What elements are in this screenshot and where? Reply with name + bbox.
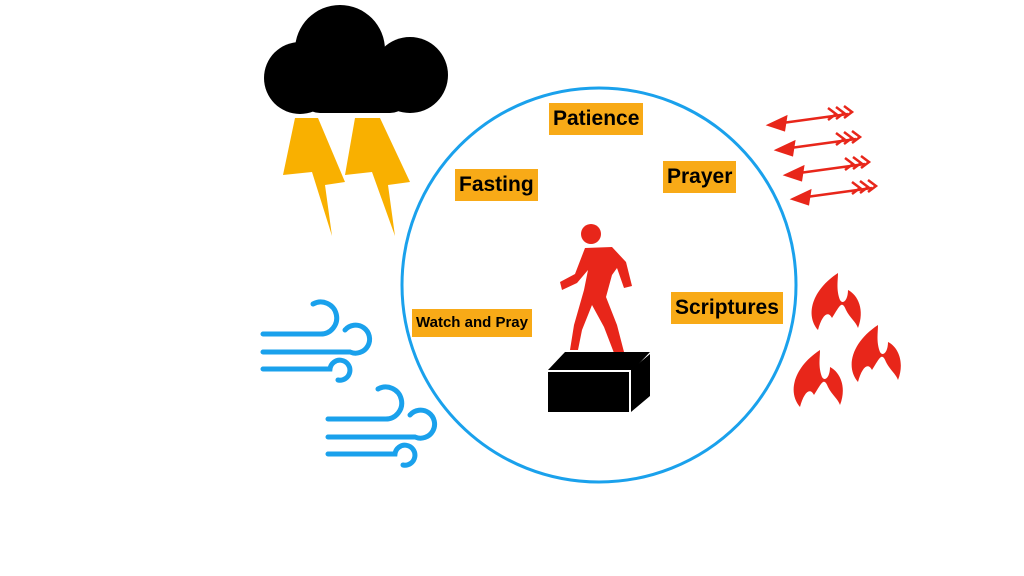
storm-cloud-icon [264,5,448,114]
label-patience: Patience [549,103,644,135]
label-fasting: Fasting [455,169,538,201]
fire-icon [793,273,901,407]
lightning-icon [283,118,410,236]
label-scriptures: Scriptures [671,292,783,324]
protection-circle [400,86,798,484]
label-prayer: Prayer [663,161,737,193]
label-watch-and-pray: Watch and Pray [412,309,532,337]
wind-icon [260,299,438,468]
walking-person-icon [560,224,632,353]
box-icon [548,352,650,412]
arrows-icon [765,105,879,206]
